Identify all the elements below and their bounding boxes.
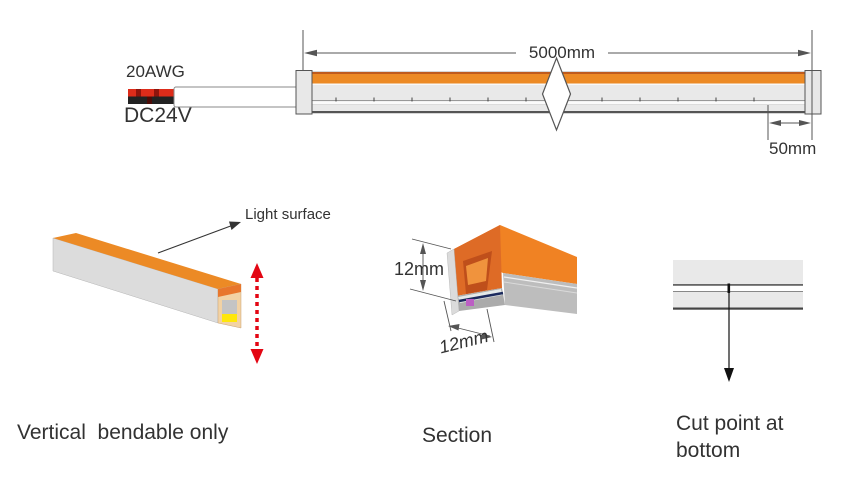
cut-point-caption-line1: Cut point at xyxy=(676,412,784,435)
cut-point-caption-line2: bottom xyxy=(676,439,741,462)
cut-point-arrow xyxy=(724,293,734,382)
dimension-5000mm xyxy=(302,30,813,140)
cut-view-strip xyxy=(673,260,803,310)
total-length-label: 5000mm xyxy=(528,43,596,62)
wire-gauge-label: 20AWG xyxy=(126,62,185,81)
light-surface-arrow xyxy=(157,221,241,254)
voltage-label: DC24V xyxy=(124,104,192,127)
power-cable xyxy=(173,86,301,108)
section-3d xyxy=(446,225,578,316)
break-symbol xyxy=(541,56,572,132)
power-wire-leads xyxy=(128,89,176,104)
end-cap-right xyxy=(804,70,822,115)
end-cap-left xyxy=(295,70,313,115)
dimension-50mm xyxy=(767,105,811,140)
bend-view-3d xyxy=(52,233,242,329)
section-height-label: 12mm xyxy=(394,259,445,279)
cut-interval-label: 50mm xyxy=(769,139,817,158)
section-caption: Section xyxy=(422,424,493,447)
light-surface-label: Light surface xyxy=(245,206,331,223)
section-dim-height xyxy=(409,238,457,302)
vertical-bend-arrow xyxy=(250,263,264,364)
bend-view-caption: Vertical bendable only xyxy=(17,421,229,444)
section-dim-width xyxy=(443,300,495,343)
